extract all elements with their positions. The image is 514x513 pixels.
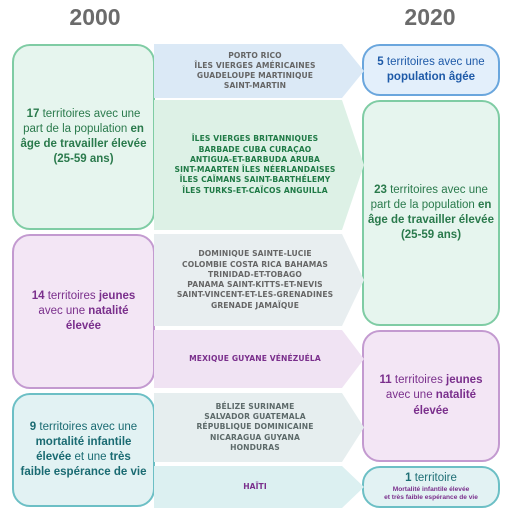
flow-name: RÉPUBLIQUE DOMINICAINE xyxy=(196,422,314,432)
right-box-mortality-small2: et très faible espérance de vie xyxy=(384,493,478,501)
left-box-working-age-range: (25-59 ans) xyxy=(53,153,114,166)
flow-name: PORTO RICO xyxy=(228,50,282,60)
flow-young-to-working-names: DOMINIQUE SAINTE-LUCIE COLOMBIE COSTA RI… xyxy=(177,249,341,311)
right-box-aged-bold: population âgée xyxy=(386,71,476,83)
left-box-mortality-text: territoires avec une xyxy=(36,420,138,433)
flow-young-names: MEXIQUE GUYANE VÉNÉZUÉLA xyxy=(189,354,329,364)
flow-name: BARBADE CUBA CURAÇAO xyxy=(198,144,312,154)
left-box-mortality-bold2: très faible espérance de vie xyxy=(20,451,147,479)
flow-working-age-names: ÎLES VIERGES BRITANNIQUES BARBADE CUBA C… xyxy=(175,134,344,196)
flow-name: SAINT-MARTIN xyxy=(223,81,287,91)
flow-name: COLOMBIE COSTA RICA BAHAMAS xyxy=(182,259,328,269)
flow-name: SAINT-VINCENT-ET-LES-GRENADINES xyxy=(176,290,334,300)
right-box-working-age-text: territoires avec une part de la populati… xyxy=(370,183,488,211)
flow-name: ÎLES TURKS-ET-CAÏCOS ANGUILLA xyxy=(182,185,328,195)
flow-arrow-mortality-to-young: BÉLIZE SURINAME SALVADOR GUATEMALA RÉPUB… xyxy=(154,393,364,462)
flow-name: GUADELOUPE MARTINIQUE xyxy=(196,71,314,80)
left-box-working-age-text: territoires avec une part de la populati… xyxy=(23,107,141,135)
flow-name: GRENADE JAMAÏQUE xyxy=(210,300,299,310)
year-2020-label: 2020 xyxy=(404,4,456,30)
left-box-working-age: 17 territoires avec une part de la popul… xyxy=(12,44,155,230)
flow-name: ANTIGUA-ET-BARBUDA ARUBA xyxy=(189,154,321,164)
flow-name: ÎLES VIERGES AMÉRICAINES xyxy=(194,60,316,70)
right-box-young: 11 territoires jeunes avec une natalité … xyxy=(362,330,500,462)
flow-name: BÉLIZE SURINAME xyxy=(215,401,295,411)
right-box-young-bold1: jeunes xyxy=(446,374,483,387)
flow-name: ÎLES CAÏMANS SAINT-BARTHÉLEMY xyxy=(179,175,331,185)
flow-name: MEXIQUE GUYANE VÉNÉZUÉLA xyxy=(189,353,321,363)
right-box-young-bold2: natalité élevée xyxy=(413,389,477,417)
flow-name: DOMINIQUE SAINTE-LUCIE xyxy=(198,249,312,259)
right-box-working-age-bold: en âge de travailler élevée xyxy=(368,198,494,226)
right-box-working-age-count: 23 xyxy=(374,183,387,196)
left-box-young: 14 territoires jeunes avec une natalité … xyxy=(12,234,155,389)
right-box-mortality: 1 territoire Mortalité infantile élevée … xyxy=(362,466,500,508)
flow-name: HONDURAS xyxy=(230,442,280,452)
right-box-aged-count: 5 xyxy=(377,55,384,68)
left-box-young-bold2: natalité élevée xyxy=(65,304,129,333)
right-box-working-age-range: (25-59 ans) xyxy=(400,229,462,242)
left-box-young-text: territoires xyxy=(44,289,99,302)
right-box-mortality-small1: Mortalité infantile élevée xyxy=(392,485,470,493)
left-box-working-age-count: 17 xyxy=(26,107,40,120)
flow-name: SALVADOR GUATEMALA xyxy=(204,412,306,422)
flow-name: NICARAGUA GUYANA xyxy=(210,432,300,442)
flow-arrow-working-age: ÎLES VIERGES BRITANNIQUES BARBADE CUBA C… xyxy=(154,100,364,230)
right-box-young-text: territoires xyxy=(391,374,447,387)
flow-name: ÎLES VIERGES BRITANNIQUES xyxy=(191,134,319,144)
left-box-young-bold1: jeunes xyxy=(98,289,136,302)
left-box-young-mid: avec une xyxy=(38,304,89,317)
flow-name: HAÏTI xyxy=(243,481,267,491)
flow-name: TRINIDAD-ET-TOBAGO xyxy=(208,269,302,279)
flow-mortality-names: HAÏTI xyxy=(243,482,275,492)
flow-arrow-young-to-working: DOMINIQUE SAINTE-LUCIE COLOMBIE COSTA RI… xyxy=(154,234,364,326)
flow-name: SINT-MAARTEN ÎLES NÉERLANDAISES xyxy=(174,165,336,174)
left-box-mortality-count: 9 xyxy=(29,420,37,433)
right-box-aged: 5 territoires avec une population âgée xyxy=(362,44,500,96)
right-box-mortality-count: 1 xyxy=(405,472,412,485)
right-box-young-count: 11 xyxy=(379,374,392,387)
left-box-mortality: 9 territoires avec une mortalité infanti… xyxy=(12,393,155,507)
flow-name: PANAMA SAINT-KITTS-ET-NEVIS xyxy=(187,280,323,289)
right-box-working-age: 23 territoires avec une part de la popul… xyxy=(362,100,500,326)
right-box-aged-text: territoires avec une xyxy=(383,55,485,68)
flow-mortality-to-young-names: BÉLIZE SURINAME SALVADOR GUATEMALA RÉPUB… xyxy=(196,402,321,453)
left-box-mortality-mid: et une xyxy=(71,451,110,463)
left-box-young-count: 14 xyxy=(31,289,45,302)
flow-arrow-mortality: HAÏTI xyxy=(154,466,364,508)
flow-arrow-young: MEXIQUE GUYANE VÉNÉZUÉLA xyxy=(154,330,364,388)
right-box-young-mid: avec une xyxy=(385,389,436,402)
left-box-working-age-bold: en âge de travailler élevée xyxy=(20,122,147,150)
flow-aged-names: PORTO RICO ÎLES VIERGES AMÉRICAINES GUAD… xyxy=(194,51,323,92)
right-box-mortality-text: territoire xyxy=(411,472,457,485)
flow-arrow-aged: PORTO RICO ÎLES VIERGES AMÉRICAINES GUAD… xyxy=(154,44,364,98)
year-2000-label: 2000 xyxy=(69,4,121,30)
left-box-mortality-bold1: mortalité infantile élevée xyxy=(35,435,132,463)
